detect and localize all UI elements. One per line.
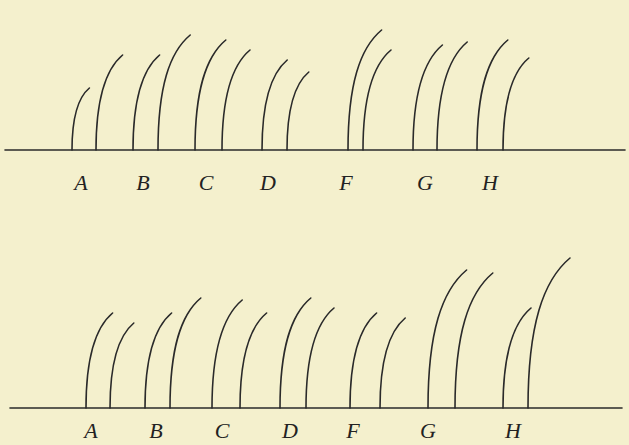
stroke-curve xyxy=(222,50,250,150)
stroke-curve xyxy=(133,55,160,150)
stroke-curve xyxy=(86,313,113,408)
stroke-curve xyxy=(287,72,309,150)
stroke-curve xyxy=(170,298,201,408)
stroke-curve xyxy=(455,273,493,408)
stroke-curve xyxy=(503,308,531,408)
stroke-curve xyxy=(195,40,226,150)
stroke-curve xyxy=(437,42,467,150)
letter-label: D xyxy=(282,420,298,442)
stroke-curve xyxy=(262,60,287,150)
stroke-curve xyxy=(158,35,190,150)
stroke-curve xyxy=(212,300,242,408)
letter-label: A xyxy=(74,172,87,194)
letter-label: A xyxy=(84,420,97,442)
letter-label: C xyxy=(199,172,214,194)
stroke-curve xyxy=(363,50,391,150)
letter-label: H xyxy=(505,420,521,442)
letter-label: C xyxy=(215,420,230,442)
stroke-curve xyxy=(528,258,570,408)
stroke-curve xyxy=(380,318,405,408)
stroke-curve xyxy=(306,308,334,408)
letter-label: F xyxy=(346,420,359,442)
ground-line xyxy=(5,149,625,151)
letter-label: B xyxy=(149,420,162,442)
letter-label: F xyxy=(339,172,352,194)
letter-label: G xyxy=(420,420,436,442)
stroke-curve xyxy=(240,313,267,408)
letter-label: H xyxy=(482,172,498,194)
letter-label: D xyxy=(260,172,276,194)
stroke-curve xyxy=(96,55,123,150)
stroke-curve xyxy=(348,30,382,150)
stroke-curve xyxy=(110,323,134,408)
stroke-curve xyxy=(350,313,377,408)
stroke-curve xyxy=(503,58,529,150)
ground-line xyxy=(10,407,622,409)
letter-label: B xyxy=(136,172,149,194)
letter-label: G xyxy=(417,172,433,194)
stroke-curve xyxy=(72,88,89,150)
stroke-curve xyxy=(145,313,172,408)
